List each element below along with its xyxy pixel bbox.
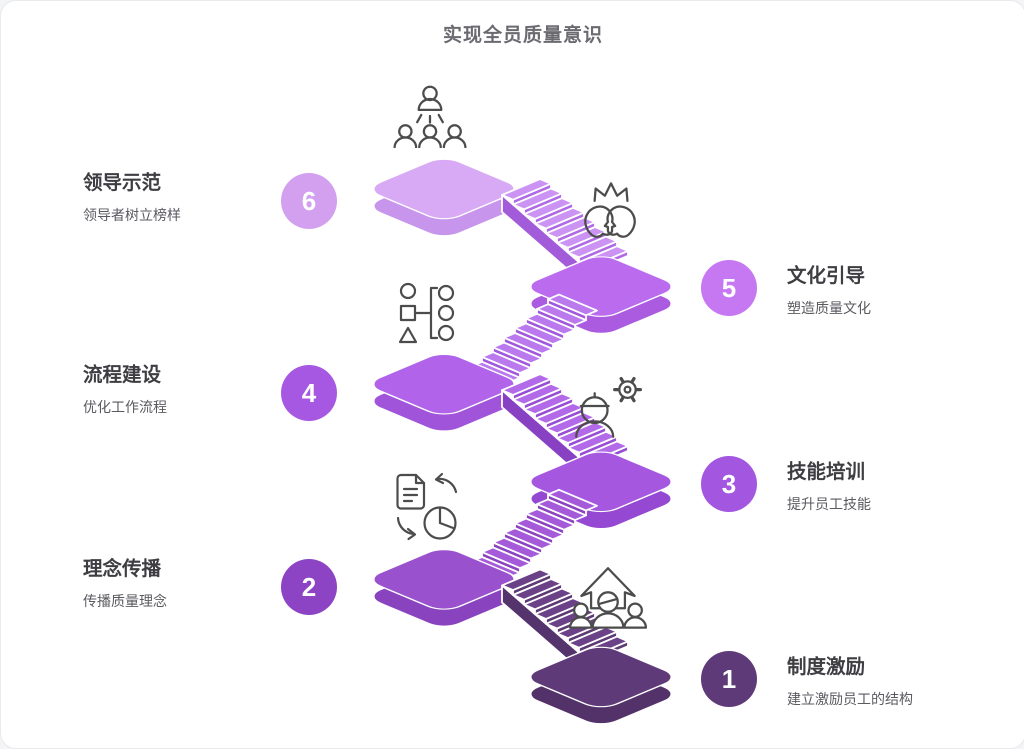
platform-2 [371,549,517,627]
step-title: 流程建设 [83,364,162,386]
step-label-4: 流程建设 优化工作流程 [83,363,167,416]
step-title: 制度激励 [787,656,866,678]
engineer-gear-icon [567,372,647,438]
step-number-badge-1: 1 [701,651,757,707]
step-number-badge-4: 4 [281,365,337,421]
step-number-badge-2: 2 [281,559,337,615]
step-subtitle: 塑造质量文化 [787,300,871,316]
step-label-1: 制度激励 建立激励员工的结构 [787,655,913,708]
step-title: 理念传播 [83,558,162,580]
platform-6 [371,158,517,237]
step-number-badge-6: 6 [281,173,337,229]
process-shapes-icon [397,281,469,345]
step-title: 技能培训 [787,461,866,483]
step-subtitle: 传播质量理念 [83,593,167,609]
step-label-3: 技能培训 提升员工技能 [787,460,871,513]
leader-team-icon [391,84,469,148]
platform-4 [371,353,517,432]
culture-discussion-icon [570,176,650,238]
platform-1 [528,646,674,725]
step-subtitle: 建立激励员工的结构 [787,691,913,707]
step-label-6: 领导示范 领导者树立榜样 [83,171,181,224]
stair-flight-3-2 [470,488,598,585]
step-number-badge-5: 5 [701,260,757,316]
step-title: 领导示范 [83,172,162,194]
step-title: 文化引导 [787,265,866,287]
step-subtitle: 优化工作流程 [83,399,167,415]
document-chart-icon [393,470,461,542]
page-title: 实现全员质量意识 [442,25,604,46]
step-subtitle: 领导者树立榜样 [83,207,181,223]
stair-flight-5-4 [470,293,598,390]
step-label-5: 文化引导 塑造质量文化 [787,264,871,317]
step-number-badge-3: 3 [701,456,757,512]
step-subtitle: 提升员工技能 [787,496,871,512]
growth-people-icon [567,564,649,636]
step-label-2: 理念传播 传播质量理念 [83,557,167,610]
